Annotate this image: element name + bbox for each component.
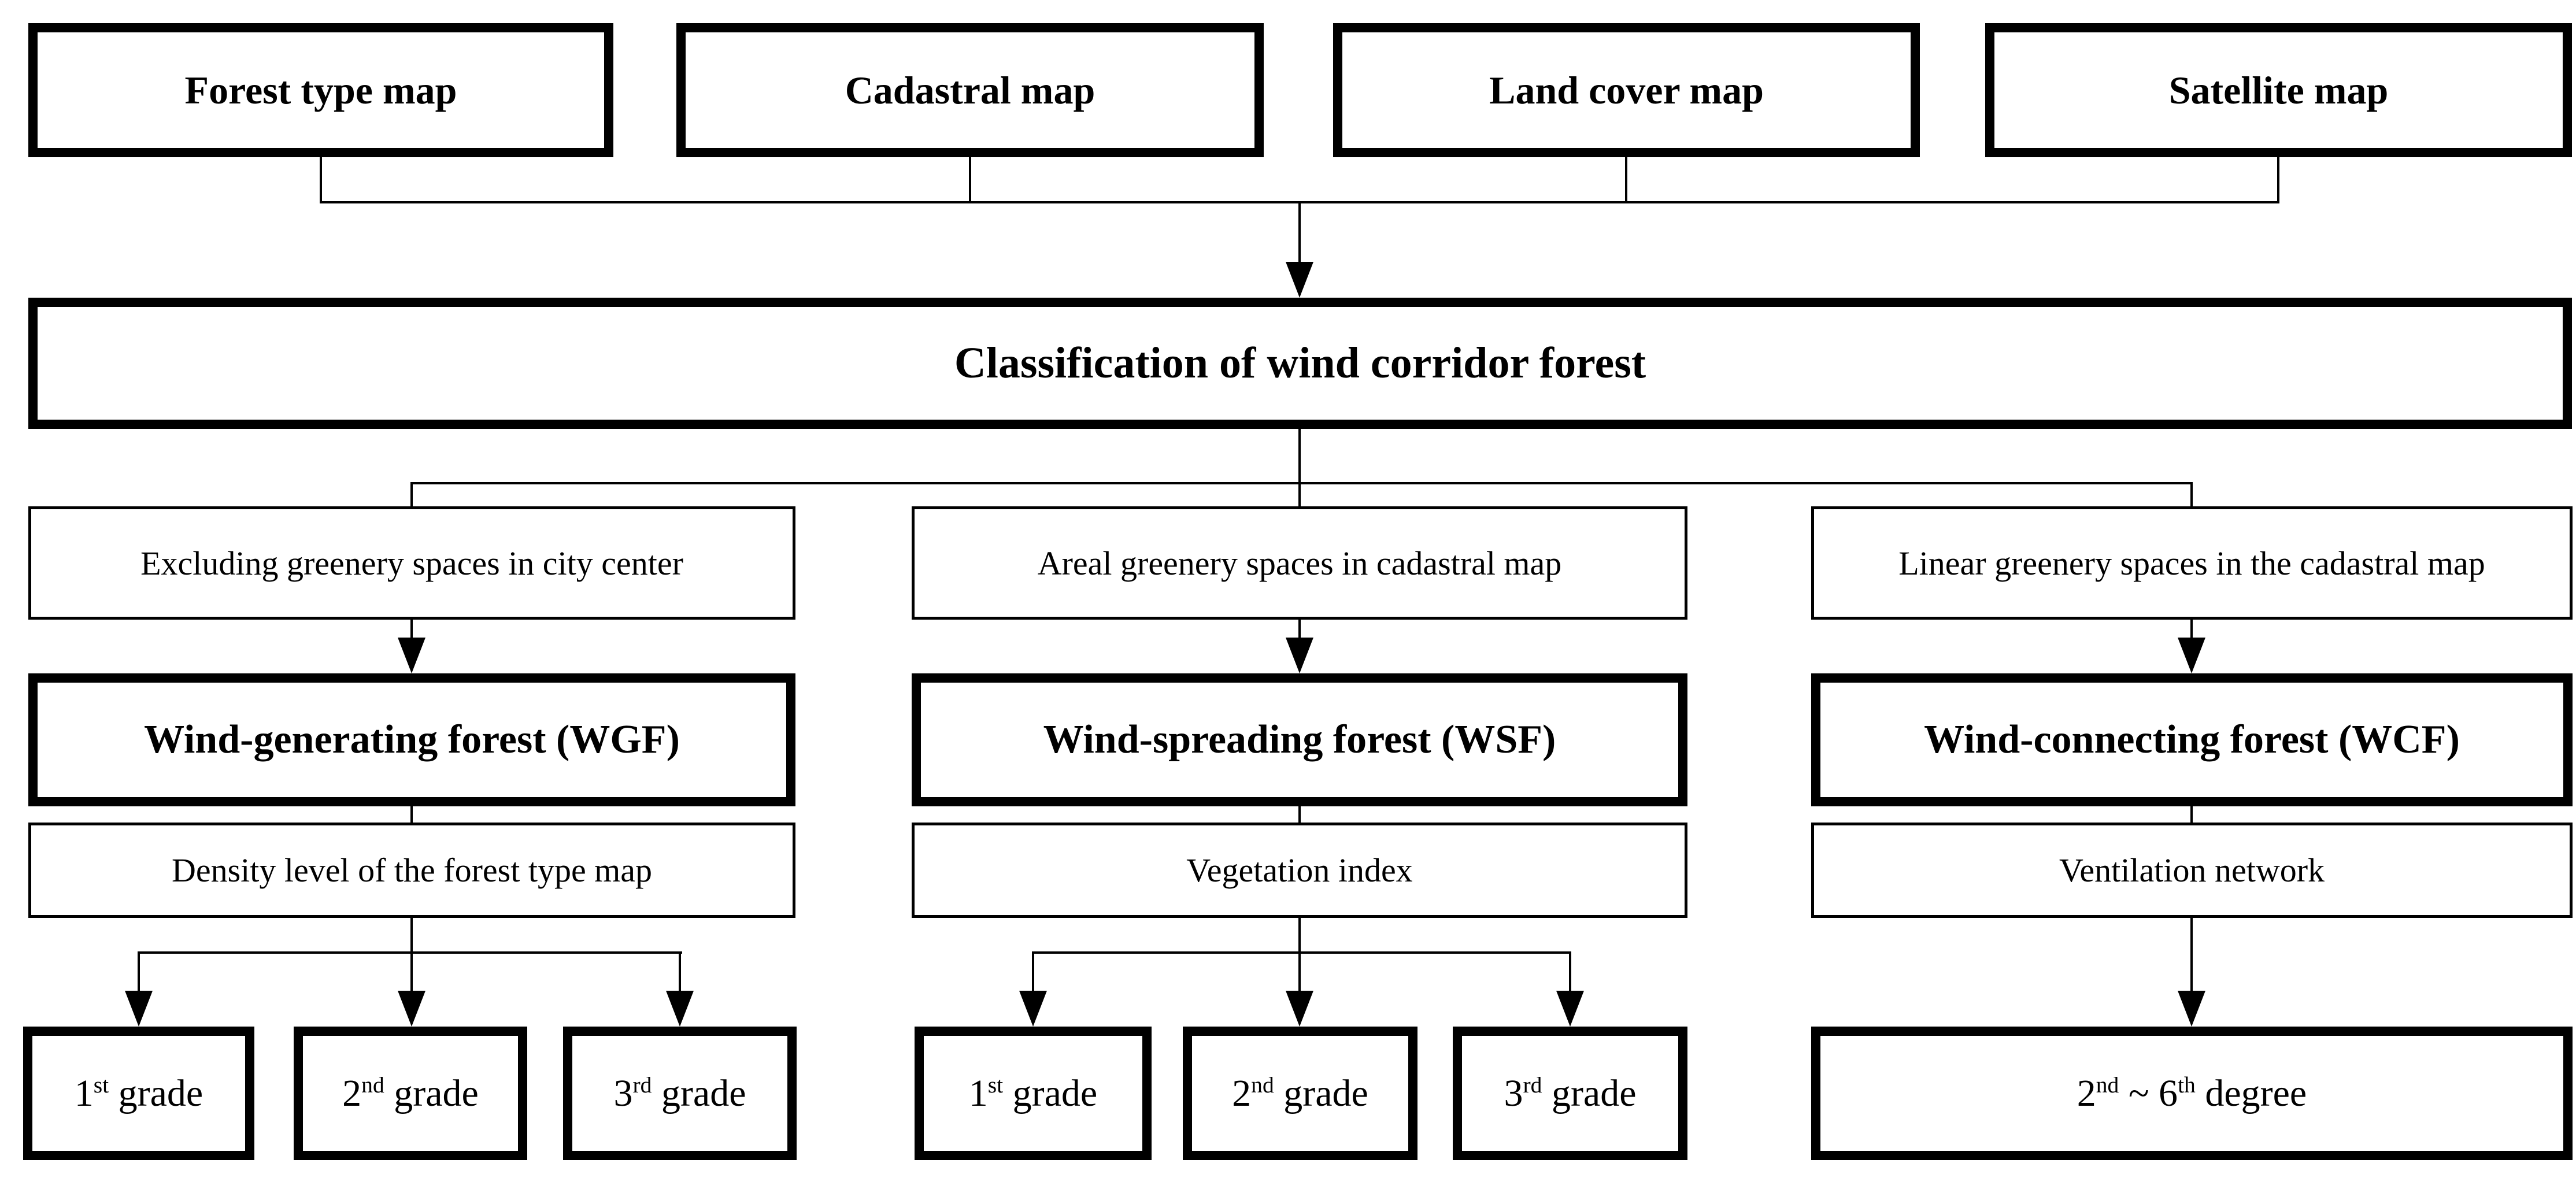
node-label: 3rd grade — [613, 1072, 746, 1114]
connector-line-grade2-col2 — [1298, 951, 1301, 993]
node-criteria-wcf: Linear greenery spaces in the cadastral … — [1811, 506, 2573, 620]
arrowhead-to-wsf — [1286, 638, 1313, 673]
node-label: Cadastral map — [845, 68, 1095, 112]
node-degree-range-wcf: 2nd ~ 6th degree — [1811, 1027, 2573, 1160]
node-grade-3-wgf: 3rd grade — [563, 1027, 797, 1160]
connector-line-to-wsf — [1298, 620, 1301, 642]
connector-fanout-line-col2 — [1032, 951, 1571, 954]
connector-branch-stub-wcf — [2190, 483, 2193, 507]
connector-line-grade2-col1 — [410, 951, 413, 993]
arrowhead-grade2-col1 — [398, 991, 425, 1027]
node-label: Wind-spreading forest (WSF) — [1043, 717, 1556, 762]
node-satellite-map: Satellite map — [1985, 23, 2572, 157]
connector-line-grade1-col2 — [1032, 951, 1034, 993]
node-label: Density level of the forest type map — [171, 851, 653, 889]
connector-stub-cadastral — [969, 157, 971, 202]
arrowhead-grade1-col2 — [1019, 991, 1047, 1027]
node-forest-type-map: Forest type map — [28, 23, 613, 157]
node-label: Forest type map — [184, 68, 457, 112]
node-grade-1-wsf: 1st grade — [915, 1027, 1152, 1160]
node-grade-2-wgf: 2nd grade — [294, 1027, 527, 1160]
node-land-cover-map: Land cover map — [1333, 23, 1920, 157]
node-grade-1-wgf: 1st grade — [23, 1027, 254, 1160]
node-index-density-level: Density level of the forest type map — [28, 823, 795, 918]
node-label: 3rd grade — [1504, 1072, 1637, 1114]
connector-classification-stub — [1298, 429, 1301, 483]
arrowhead-to-wgf — [398, 638, 425, 673]
connector-line-to-classification — [1298, 202, 1301, 266]
node-index-ventilation: Ventilation network — [1811, 823, 2573, 918]
node-classification: Classification of wind corridor forest — [28, 298, 2572, 429]
node-label: Wind-generating forest (WGF) — [144, 717, 680, 762]
node-criteria-wsf: Areal greenery spaces in cadastral map — [912, 506, 1687, 620]
node-label: Linear greenery spaces in the cadastral … — [1898, 544, 2485, 582]
node-label: 2nd grade — [342, 1072, 479, 1114]
node-label: 1st grade — [968, 1072, 1098, 1114]
arrowhead-to-wcf — [2178, 638, 2205, 673]
connector-branch-line — [410, 482, 2193, 484]
node-label: Wind-connecting forest (WCF) — [1924, 717, 2460, 762]
node-label: Land cover map — [1489, 68, 1764, 112]
node-label: Classification of wind corridor forest — [954, 339, 1646, 387]
connector-stub-forest-type — [320, 157, 322, 202]
connector-line-to-wgf — [410, 620, 413, 642]
arrowhead-grade1-col1 — [125, 991, 153, 1027]
connector-stub-land-cover — [1625, 157, 1627, 202]
arrowhead-degree — [2178, 991, 2205, 1027]
node-label: Areal greenery spaces in cadastral map — [1037, 544, 1562, 582]
node-wind-spreading-forest: Wind-spreading forest (WSF) — [912, 673, 1687, 806]
connector-wcf-to-index — [2190, 806, 2193, 823]
node-cadastral-map: Cadastral map — [676, 23, 1264, 157]
connector-line-degree — [2190, 918, 2193, 993]
arrowhead-grade2-col2 — [1286, 991, 1313, 1027]
arrowhead-grade3-col1 — [666, 991, 694, 1027]
connector-line-grade1-col1 — [138, 951, 140, 993]
connector-index1-stub — [410, 918, 413, 953]
node-label: 1st grade — [74, 1072, 203, 1114]
node-index-vegetation: Vegetation index — [912, 823, 1687, 918]
connector-line-grade3-col2 — [1569, 951, 1571, 993]
node-grade-2-wsf: 2nd grade — [1183, 1027, 1417, 1160]
node-label: Excluding greenery spaces in city center — [140, 544, 683, 582]
connector-wsf-to-index — [1298, 806, 1301, 823]
node-label: 2nd grade — [1232, 1072, 1368, 1114]
connector-fanout-line-col1 — [138, 951, 682, 954]
node-label: Ventilation network — [2059, 851, 2325, 889]
connector-branch-stub-wgf — [410, 483, 413, 507]
node-wind-connecting-forest: Wind-connecting forest (WCF) — [1811, 673, 2573, 806]
connector-line-to-wcf — [2190, 620, 2193, 642]
connector-stub-satellite — [2277, 157, 2279, 202]
node-criteria-wgf: Excluding greenery spaces in city center — [28, 506, 795, 620]
node-grade-3-wsf: 3rd grade — [1453, 1027, 1687, 1160]
connector-index2-stub — [1298, 918, 1301, 953]
connector-wgf-to-index — [410, 806, 413, 823]
arrowhead-to-classification — [1286, 262, 1313, 298]
connector-branch-stub-wsf — [1298, 483, 1301, 507]
node-label: 2nd ~ 6th degree — [2077, 1072, 2307, 1114]
node-label: Satellite map — [2168, 68, 2389, 112]
node-label: Vegetation index — [1186, 851, 1413, 889]
arrowhead-grade3-col2 — [1556, 991, 1584, 1027]
connector-line-grade3-col1 — [679, 951, 681, 993]
node-wind-generating-forest: Wind-generating forest (WGF) — [28, 673, 795, 806]
